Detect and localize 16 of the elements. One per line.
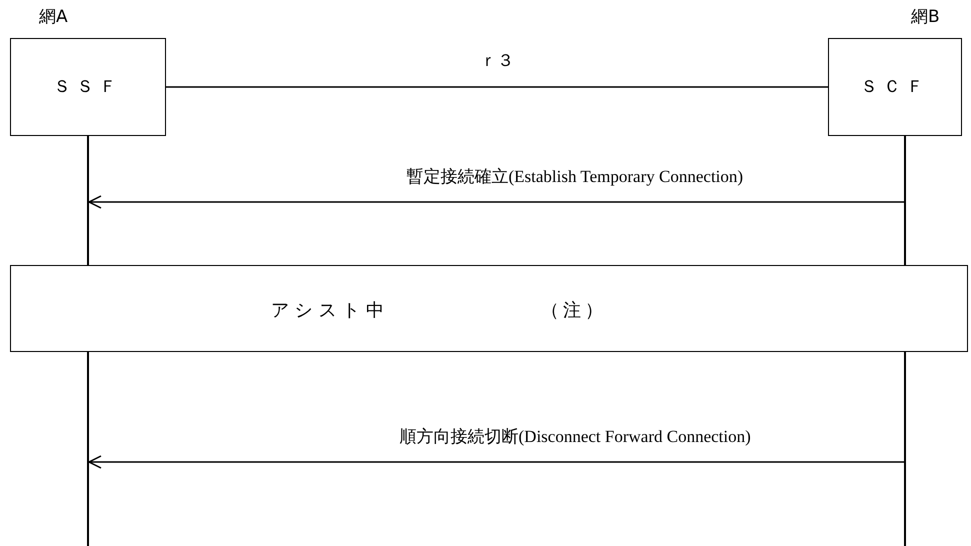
message-label: 順方向接続切断(Disconnect Forward Connection) (398, 425, 753, 448)
state-band (10, 265, 968, 352)
message-arrow (87, 195, 904, 209)
lifeline (904, 352, 906, 546)
note-mark: （注） (541, 299, 607, 322)
lifeline (87, 136, 89, 265)
lifeline (904, 136, 906, 265)
message-arrow (87, 455, 904, 469)
network-heading: 網B (911, 6, 940, 28)
network-heading: 網A (39, 6, 68, 28)
connection-line (166, 86, 828, 88)
message-label: 暫定接続確立(Establish Temporary Connection) (404, 165, 746, 188)
state-label: ア シ ス ト 中 (271, 299, 384, 322)
entity-name: ＳＣＦ (860, 76, 930, 98)
entity-name: ＳＳＦ (52, 76, 124, 98)
lifeline (87, 352, 89, 546)
